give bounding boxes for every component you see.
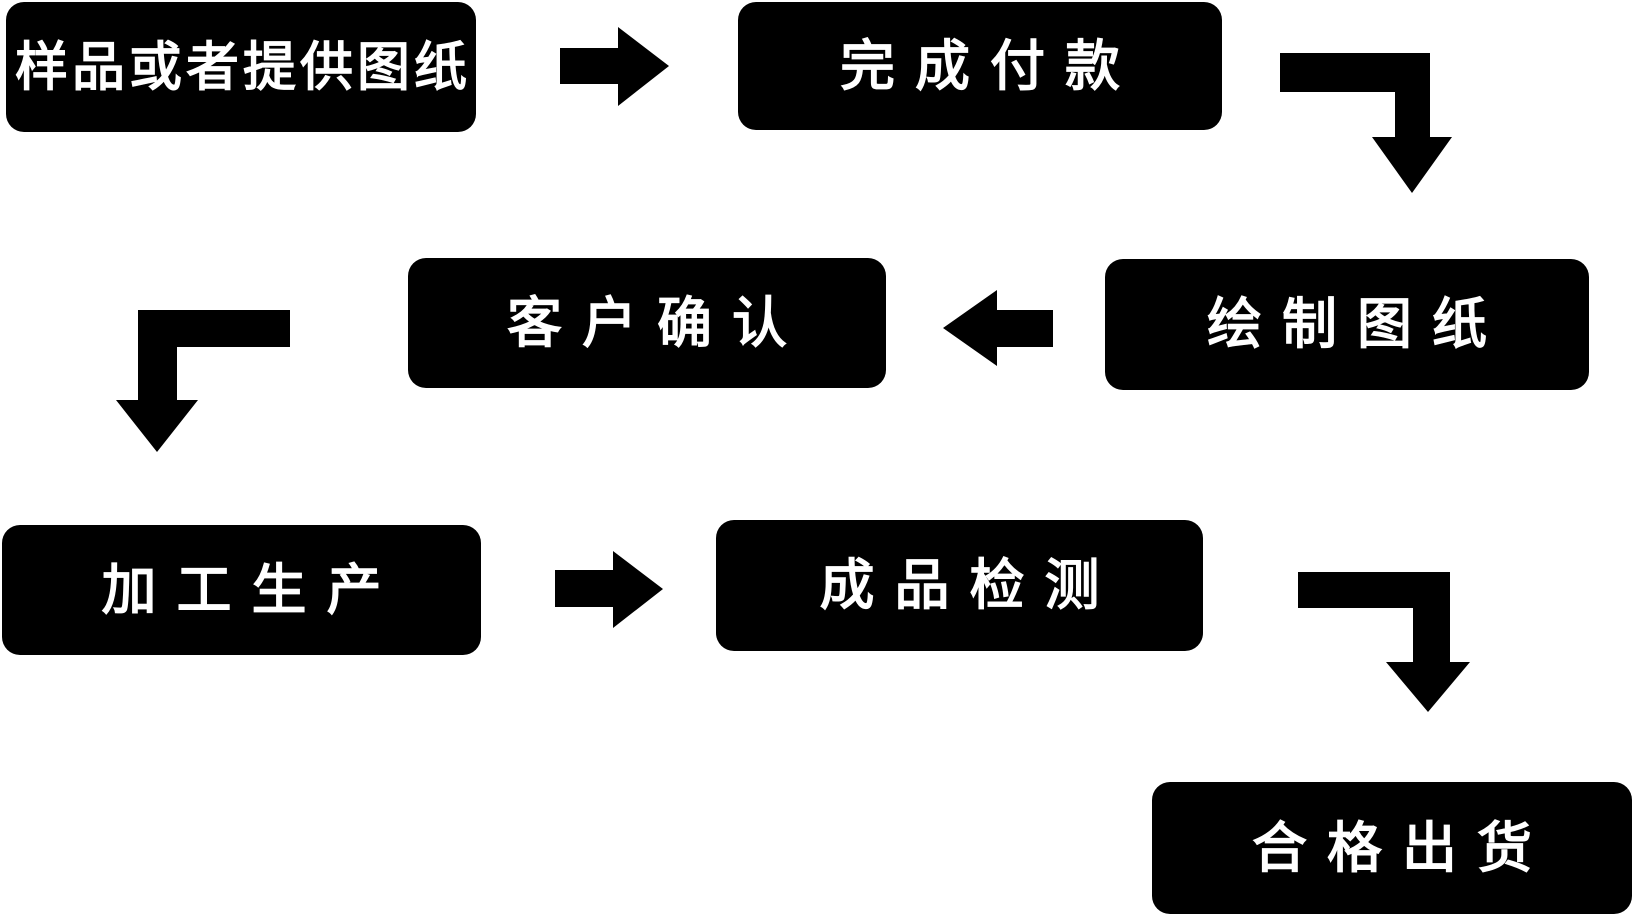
flow-node-customer-confirmation: 客户确认 [408, 258, 886, 388]
flow-node-label: 客户确认 [506, 291, 807, 354]
arrow-draw-to-confirm-left-icon [943, 290, 1053, 366]
flow-node-processing-production: 加工生产 [2, 525, 481, 655]
flow-node-draw-drawings: 绘制图纸 [1105, 259, 1589, 390]
flow-node-sample-or-drawing: 样品或者提供图纸 [6, 2, 476, 132]
flow-node-qualified-shipment: 合格出货 [1152, 782, 1632, 914]
flow-node-label: 成品检测 [819, 554, 1120, 616]
flow-node-label: 完成付款 [839, 34, 1140, 97]
flow-node-complete-payment: 完成付款 [738, 2, 1222, 130]
arrow-production-to-inspection-right-icon [555, 551, 663, 628]
flow-node-product-inspection: 成品检测 [716, 520, 1203, 651]
arrow-sample-to-payment-right-icon [560, 27, 669, 106]
flow-node-label: 加工生产 [101, 558, 402, 621]
arrow-confirm-to-production-elbow-down-icon [116, 310, 290, 452]
flow-node-label: 样品或者提供图纸 [15, 37, 471, 97]
arrow-payment-to-draw-elbow-down-icon [1280, 53, 1452, 193]
arrow-inspection-to-shipment-elbow-down-icon [1298, 572, 1470, 712]
flow-node-label: 绘制图纸 [1206, 293, 1507, 355]
flow-node-label: 合格出货 [1251, 816, 1552, 879]
